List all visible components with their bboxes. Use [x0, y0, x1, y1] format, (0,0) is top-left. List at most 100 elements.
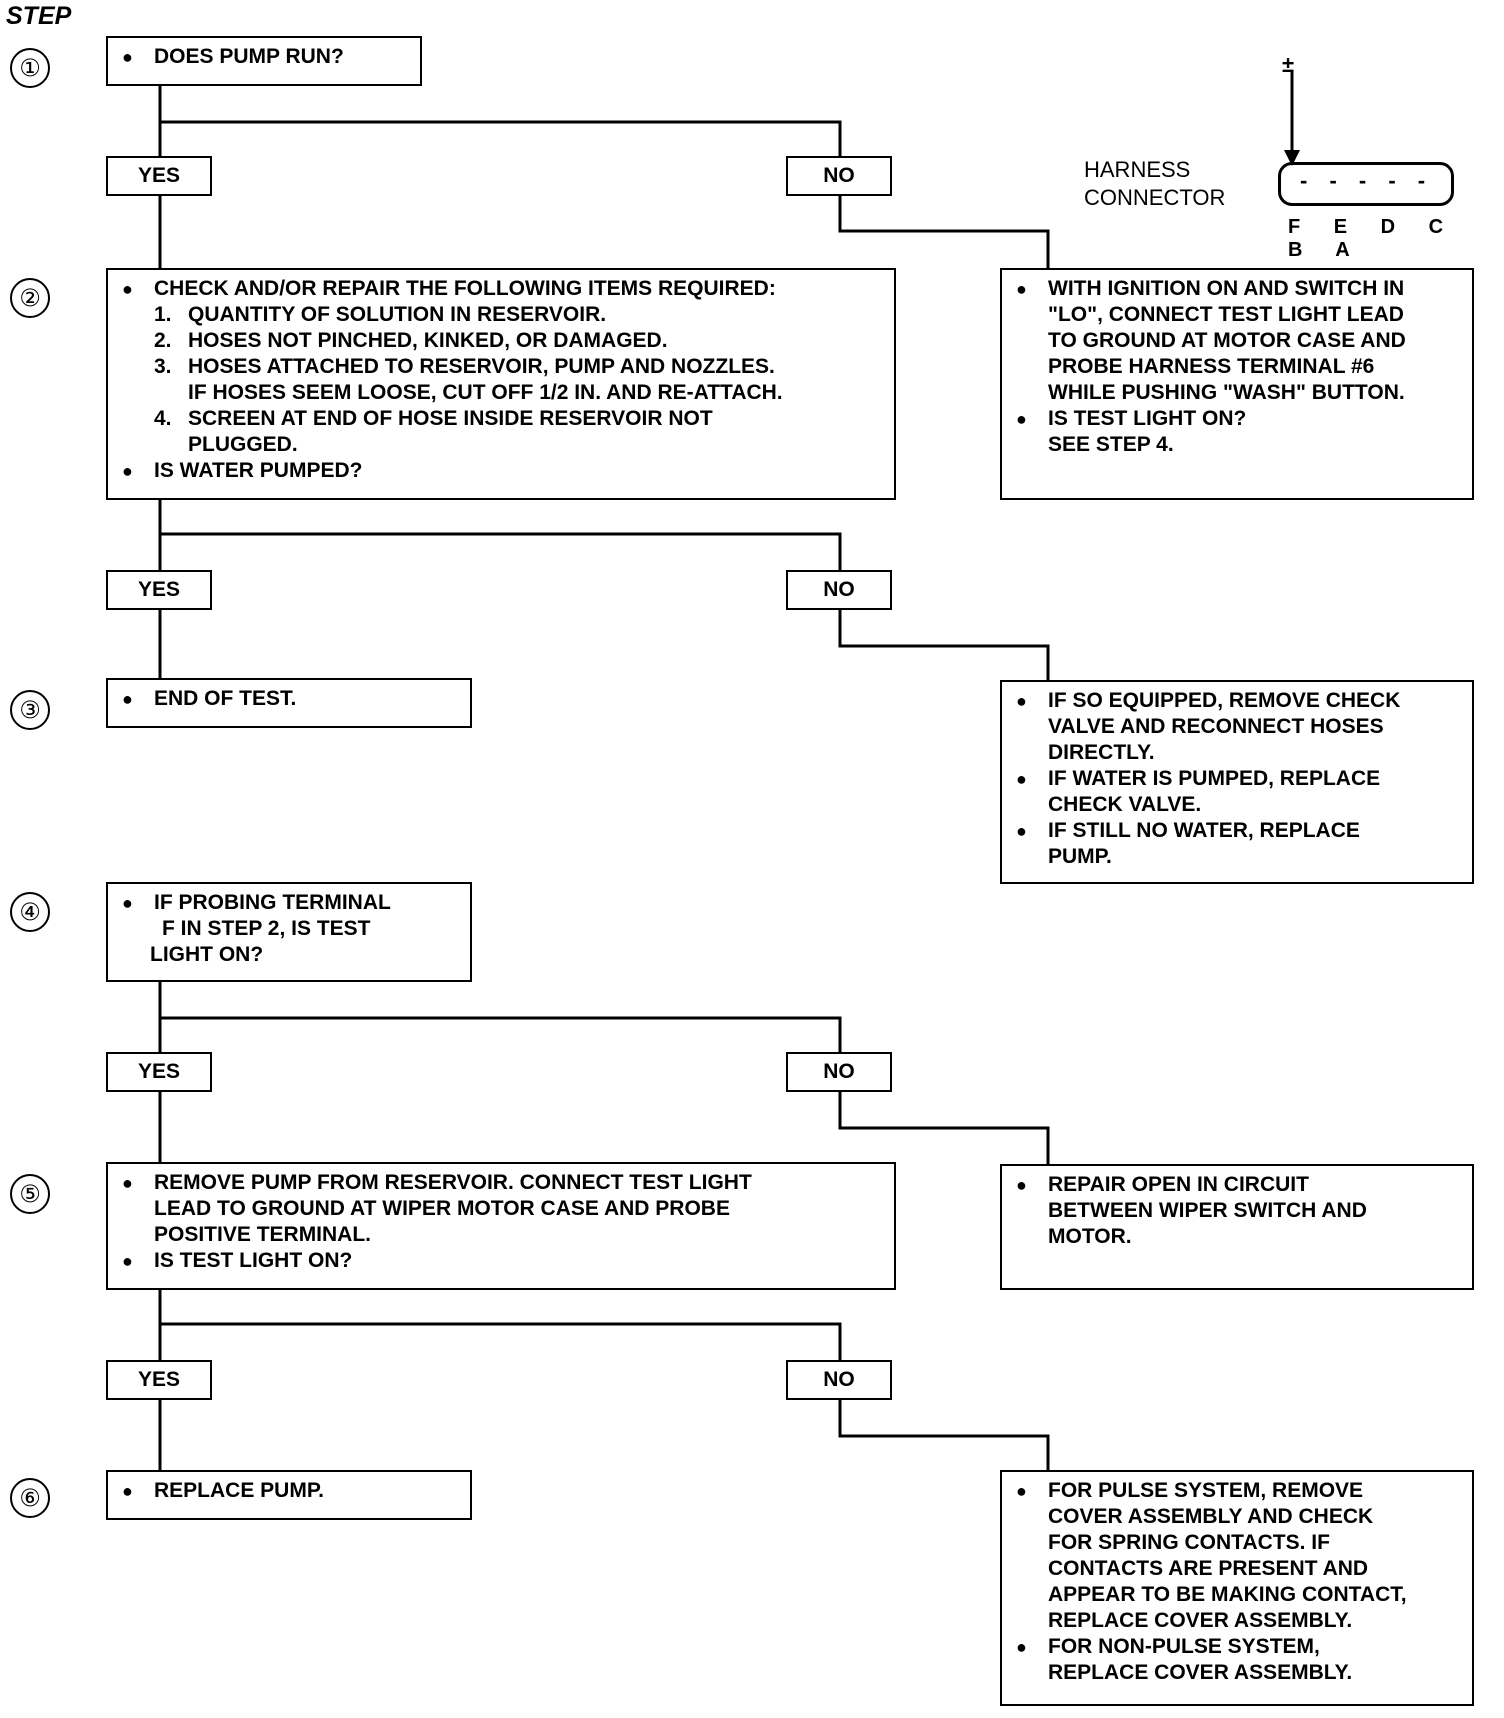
item-text: IF HOSES SEEM LOOSE, CUT OFF 1/2 IN. AND… — [188, 381, 783, 404]
bullet: ● — [1016, 769, 1027, 789]
box-line: FOR SPRING CONTACTS. IF — [1048, 1531, 1330, 1554]
bullet: ● — [122, 279, 133, 299]
step-number-6: ⑥ — [10, 1478, 50, 1518]
harness-label-line: HARNESS — [1084, 157, 1191, 182]
see-step-note: SEE STEP 4. — [1048, 433, 1174, 456]
bullet: ● — [122, 461, 133, 481]
harness-connector-label: HARNESS CONNECTOR — [1084, 156, 1225, 212]
connector-line — [838, 610, 1050, 680]
box-line: REPLACE COVER ASSEMBLY. — [1048, 1661, 1353, 1684]
yes-label: YES — [106, 1360, 212, 1400]
step-number-4: ④ — [10, 892, 50, 932]
item-number: 3. — [154, 355, 172, 378]
box-line: MOTOR. — [1048, 1225, 1132, 1248]
connector-line — [838, 1400, 1050, 1470]
box-line: REPLACE COVER ASSEMBLY. — [1048, 1609, 1353, 1632]
box-line: TO GROUND AT MOTOR CASE AND — [1048, 329, 1406, 352]
item-number — [154, 432, 188, 458]
step3-text: END OF TEST. — [154, 687, 297, 710]
no-label: NO — [786, 156, 892, 196]
item-number — [154, 380, 188, 406]
box-line: DIRECTLY. — [1048, 741, 1155, 764]
box-line: CHECK VALVE. — [1048, 793, 1202, 816]
connector-line — [160, 1016, 842, 1052]
item-text: QUANTITY OF SOLUTION IN RESERVOIR. — [188, 303, 607, 326]
step2-question: IS WATER PUMPED? — [154, 459, 363, 482]
box-line: FOR NON-PULSE SYSTEM, — [1048, 1635, 1320, 1658]
connector-pin-letters: F E D C B A — [1288, 216, 1458, 261]
step4-box: ● IF PROBING TERMINAL F IN STEP 2, IS TES… — [106, 882, 472, 982]
box-line: REPAIR OPEN IN CIRCUIT — [1048, 1173, 1309, 1196]
box-line: F IN STEP 2, IS TEST — [162, 917, 371, 940]
bullet: ● — [1016, 279, 1027, 299]
yes-label: YES — [106, 156, 212, 196]
yes-label: YES — [106, 570, 212, 610]
box-line: FOR PULSE SYSTEM, REMOVE — [1048, 1479, 1364, 1502]
yes-label: YES — [106, 1052, 212, 1092]
step3-box: ● END OF TEST. — [106, 678, 472, 728]
box-line: REMOVE PUMP FROM RESERVOIR. CONNECT TEST… — [154, 1171, 752, 1194]
bullet: ● — [122, 893, 133, 913]
step6-box: ● REPLACE PUMP. — [106, 1470, 472, 1520]
step-number-3: ③ — [10, 690, 50, 730]
item-text: HOSES NOT PINCHED, KINKED, OR DAMAGED. — [188, 329, 668, 352]
box-line: APPEAR TO BE MAKING CONTACT, — [1048, 1583, 1407, 1606]
box-line: CONTACTS ARE PRESENT AND — [1048, 1557, 1369, 1580]
step5-question: IS TEST LIGHT ON? — [154, 1249, 353, 1272]
connector-pin-dashes: - - - - - — [1300, 168, 1434, 193]
item-number: 1. — [154, 303, 172, 326]
item-number: 2. — [154, 329, 172, 352]
step3-no-box: ● IF SO EQUIPPED, REMOVE CHECK VALVE AND … — [1000, 680, 1474, 884]
box-line: IF PROBING TERMINAL — [154, 891, 391, 914]
box-line: WHILE PUSHING "WASH" BUTTON. — [1048, 381, 1405, 404]
step-number-2: ② — [10, 278, 50, 318]
no-label: NO — [786, 570, 892, 610]
step1-question: DOES PUMP RUN? — [154, 45, 344, 68]
box-line: LIGHT ON? — [150, 943, 264, 966]
bullet: ● — [1016, 1481, 1027, 1501]
step2-intro: CHECK AND/OR REPAIR THE FOLLOWING ITEMS … — [154, 277, 776, 300]
connector-line — [160, 1322, 842, 1360]
bullet: ● — [122, 689, 133, 709]
no-label: NO — [786, 1052, 892, 1092]
item-text: SCREEN AT END OF HOSE INSIDE RESERVOIR N… — [188, 407, 713, 430]
step5-no-box: ● FOR PULSE SYSTEM, REMOVE COVER ASSEMBLY… — [1000, 1470, 1474, 1706]
step2-no-question: IS TEST LIGHT ON? — [1048, 407, 1247, 430]
bullet: ● — [122, 1481, 133, 1501]
item-text: HOSES ATTACHED TO RESERVOIR, PUMP AND NO… — [188, 355, 775, 378]
box-line: BETWEEN WIPER SWITCH AND — [1048, 1199, 1367, 1222]
step-number-1: ① — [10, 48, 50, 88]
step4-no-box: ● REPAIR OPEN IN CIRCUIT BETWEEN WIPER SW… — [1000, 1164, 1474, 1290]
box-line: IF WATER IS PUMPED, REPLACE — [1048, 767, 1381, 790]
box-line: PROBE HARNESS TERMINAL #6 — [1048, 355, 1375, 378]
box-line: IF SO EQUIPPED, REMOVE CHECK — [1048, 689, 1401, 712]
box-line: WITH IGNITION ON AND SWITCH IN — [1048, 277, 1405, 300]
box-line: IF STILL NO WATER, REPLACE — [1048, 819, 1360, 842]
box-line: PUMP. — [1048, 845, 1112, 868]
bullet: ● — [122, 47, 133, 67]
bullet: ● — [1016, 1637, 1027, 1657]
step2-box: ● CHECK AND/OR REPAIR THE FOLLOWING ITEMS… — [106, 268, 896, 500]
item-text: PLUGGED. — [188, 433, 298, 456]
bullet: ● — [122, 1173, 133, 1193]
step5-box: ● REMOVE PUMP FROM RESERVOIR. CONNECT TES… — [106, 1162, 896, 1290]
box-line: POSITIVE TERMINAL. — [154, 1223, 372, 1246]
connector-line — [838, 196, 1050, 268]
bullet: ● — [1016, 821, 1027, 841]
step1-box: ● DOES PUMP RUN? — [106, 36, 422, 86]
step6-text: REPLACE PUMP. — [154, 1479, 324, 1502]
box-line: VALVE AND RECONNECT HOSES — [1048, 715, 1384, 738]
box-line: COVER ASSEMBLY AND CHECK — [1048, 1505, 1374, 1528]
harness-label-line: CONNECTOR — [1084, 185, 1226, 210]
step-heading: STEP — [6, 2, 72, 30]
step-number-5: ⑤ — [10, 1174, 50, 1214]
bullet: ● — [1016, 1175, 1027, 1195]
harness-connector-icon — [1278, 162, 1454, 206]
box-line: "LO", CONNECT TEST LIGHT LEAD — [1048, 303, 1404, 326]
connector-line — [160, 532, 842, 570]
connector-line — [160, 120, 842, 156]
item-number: 4. — [154, 407, 172, 430]
probe-tip — [1284, 150, 1300, 166]
connector-line — [838, 1092, 1050, 1164]
